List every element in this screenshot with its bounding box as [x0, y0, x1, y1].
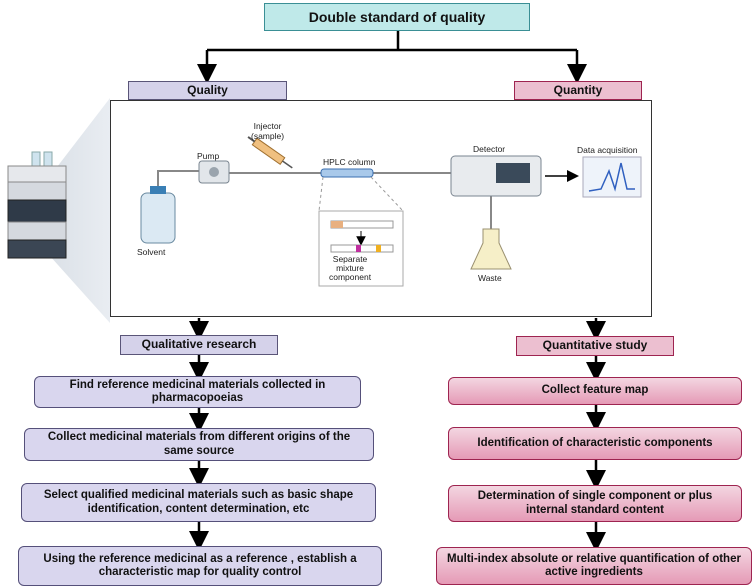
qualitative-heading: Qualitative research	[141, 337, 257, 352]
quality-label: Quality	[187, 82, 228, 97]
detector-label: Detector	[473, 144, 506, 154]
hplc-schematic	[140, 136, 642, 287]
quantity-label: Quantity	[553, 82, 603, 97]
quantitative-step-3: Determination of single component or plu…	[448, 485, 742, 522]
data-acquisition-label: Data acquisition	[577, 145, 638, 155]
column-label: HPLC column	[323, 157, 376, 167]
quantitative-step-4-text: Multi-index absolute or relative quantif…	[447, 552, 741, 578]
quantitative-heading: Quantitative study	[542, 338, 648, 353]
quantitative-step-1: Collect feature map	[448, 377, 742, 405]
qualitative-step-4: Using the reference medicinal as a refer…	[18, 546, 382, 586]
quantitative-step-2: Identification of characteristic compone…	[448, 427, 742, 460]
injector-label: Injector (sample)	[251, 121, 285, 141]
pump-label: Pump	[197, 151, 220, 161]
quantitative-study-box: Quantitative study	[516, 336, 674, 356]
waste-label: Waste	[478, 273, 502, 283]
qualitative-step-1-text: Find reference medicinal materials colle…	[69, 378, 326, 404]
quantitative-step-3-text: Determination of single component or plu…	[477, 490, 713, 516]
quality-box: Quality	[128, 81, 287, 100]
qualitative-step-2: Collect medicinal materials from differe…	[24, 428, 374, 461]
quantity-box: Quantity	[514, 81, 642, 100]
separate-label: Separate mixture component	[329, 254, 372, 282]
solvent-label: Solvent	[137, 247, 166, 257]
title-text: Double standard of quality	[308, 8, 486, 25]
hplc-panel: Injector (sample) Pump HPLC column Detec…	[110, 100, 652, 317]
qualitative-research-box: Qualitative research	[120, 335, 278, 355]
quantitative-step-1-text: Collect feature map	[541, 384, 649, 397]
qualitative-step-1: Find reference medicinal materials colle…	[34, 376, 361, 408]
title-box: Double standard of quality	[264, 3, 530, 31]
qualitative-step-4-text: Using the reference medicinal as a refer…	[43, 552, 357, 578]
qualitative-step-3-text: Select qualified medicinal materials suc…	[43, 489, 354, 515]
qualitative-step-3: Select qualified medicinal materials suc…	[21, 483, 376, 522]
qualitative-step-2-text: Collect medicinal materials from differe…	[47, 431, 351, 457]
quantitative-step-4: Multi-index absolute or relative quantif…	[436, 547, 752, 585]
quantitative-step-2-text: Identification of characteristic compone…	[477, 436, 713, 449]
hplc-instrument-icon	[7, 151, 67, 259]
